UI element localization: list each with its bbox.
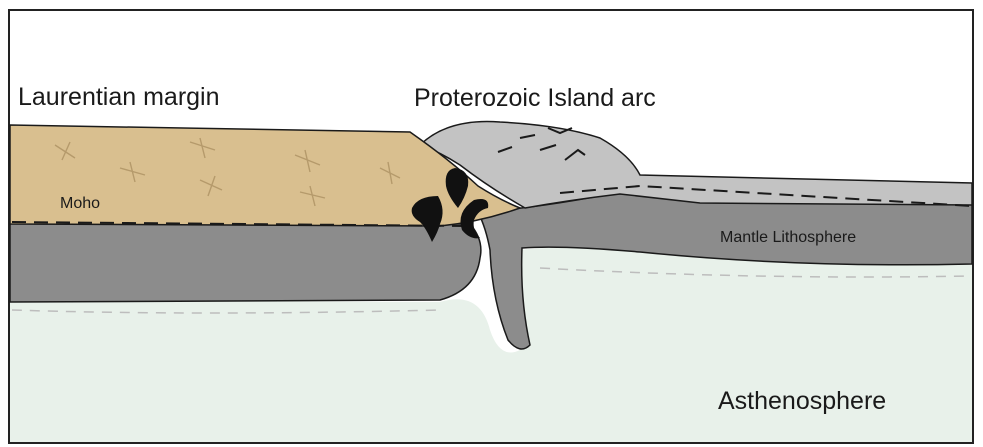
left-mantle-lithosphere — [10, 220, 481, 302]
label-mantle-lithosphere: Mantle Lithosphere — [720, 229, 856, 246]
label-laurentian-margin: Laurentian margin — [18, 83, 220, 111]
label-asthenosphere: Asthenosphere — [718, 387, 886, 415]
label-moho: Moho — [60, 195, 100, 212]
label-island-arc: Proterozoic Island arc — [414, 84, 656, 112]
